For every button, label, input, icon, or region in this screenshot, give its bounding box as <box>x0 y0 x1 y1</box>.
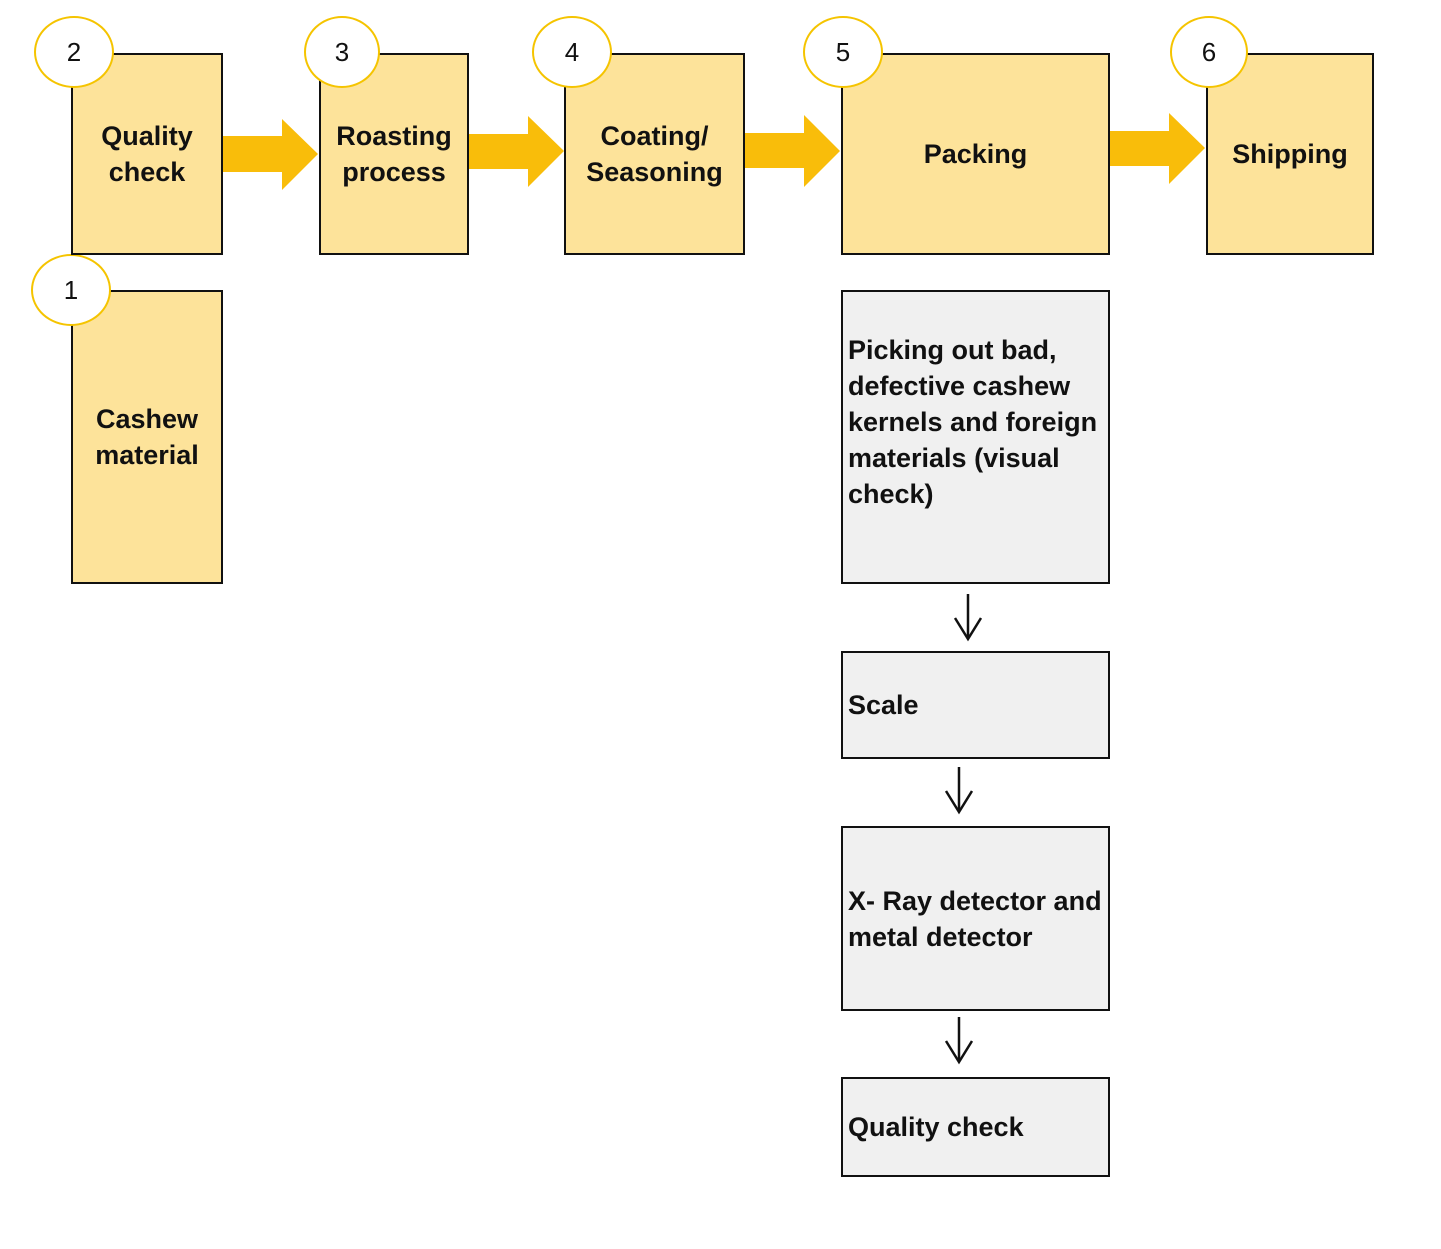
step-box-quality-check: Quality check <box>71 53 223 255</box>
flow-arrow-5-to-6 <box>1110 113 1205 184</box>
step-box-shipping: Shipping <box>1206 53 1374 255</box>
step-label: Quality check <box>101 121 193 187</box>
substep-label: Picking out bad, defective cashew kernel… <box>848 335 1098 509</box>
step-label: Cashew material <box>95 404 199 470</box>
step-number-badge: 1 <box>31 254 111 326</box>
step-box-packing: Packing <box>841 53 1110 255</box>
step-number-badge: 3 <box>304 16 380 88</box>
down-arrow-scale-to-xray <box>944 767 974 815</box>
step-number-badge: 6 <box>1170 16 1248 88</box>
step-label: Roasting process <box>336 121 452 187</box>
step-number-badge: 2 <box>34 16 114 88</box>
step-number-badge: 5 <box>803 16 883 88</box>
substep-label: X- Ray detector and metal detector <box>848 885 1102 952</box>
down-arrow-visual-check-to-scale <box>953 594 983 642</box>
down-arrow-xray-to-quality-check <box>944 1017 974 1065</box>
step-label: Shipping <box>1232 139 1348 169</box>
step-label: Coating/ Seasoning <box>586 121 723 187</box>
flow-arrow-4-to-5 <box>745 115 840 187</box>
packing-substep-quality-check: Quality check <box>841 1077 1110 1177</box>
packing-substep-visual-check: Picking out bad, defective cashew kernel… <box>841 290 1110 584</box>
step-box-coating-seasoning: Coating/ Seasoning <box>564 53 745 255</box>
step-number-badge: 4 <box>532 16 612 88</box>
step-box-cashew-material: Cashew material <box>71 290 223 584</box>
packing-substep-xray-metal-detector: X- Ray detector and metal detector <box>841 826 1110 1011</box>
substep-label: Quality check <box>848 1112 1024 1142</box>
flow-arrow-2-to-3 <box>223 119 318 190</box>
substep-label: Scale <box>848 690 919 720</box>
step-label: Packing <box>923 139 1028 169</box>
flow-arrow-3-to-4 <box>469 116 564 187</box>
packing-substep-scale: Scale <box>841 651 1110 759</box>
